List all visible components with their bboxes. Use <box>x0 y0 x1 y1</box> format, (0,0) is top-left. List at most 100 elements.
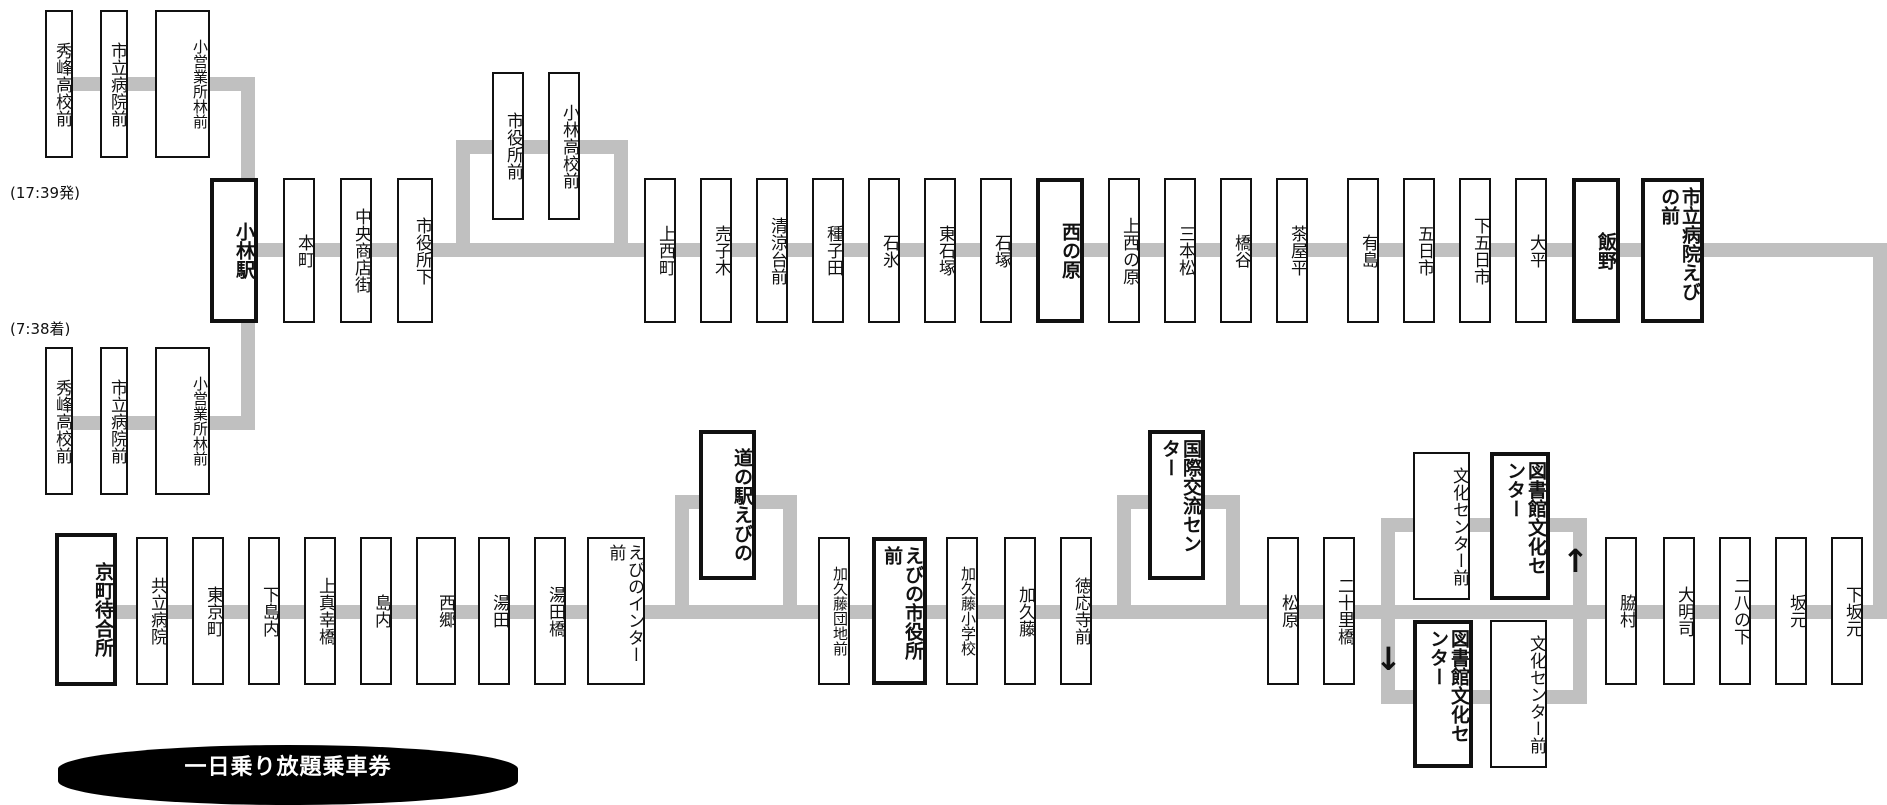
stop-top-2: 市立病院前 <box>100 10 128 158</box>
stop-name: 石氷 <box>879 233 899 268</box>
stop-top-1: 秀峰高校前 <box>45 10 73 158</box>
stop-57: 下坂元 <box>1831 537 1863 685</box>
stop-name: 松原 <box>1278 594 1298 628</box>
stop-bottom-2: 市立病院前 <box>100 347 128 495</box>
stop-library-upper: 図書館文化センター <box>1490 452 1550 600</box>
stop-name: 種子田 <box>823 225 843 276</box>
stop-20: 茶屋平 <box>1276 178 1308 323</box>
stop-name: 秀峰高校前 <box>52 41 72 127</box>
stop-name: 二十里橋 <box>1334 577 1354 645</box>
stop-name: えびの市役所前 <box>881 546 924 660</box>
stop-name: 五日市 <box>1414 225 1434 276</box>
stop-name: 市立病院えびの前 <box>1658 187 1701 301</box>
stop-12: 種子田 <box>812 178 844 323</box>
stop-47: 松原 <box>1267 537 1299 685</box>
stop-name: 加久藤 <box>1015 585 1035 637</box>
stop-michinoeki: 道の駅えびの <box>699 430 756 580</box>
stop-52: 文化センター前 <box>1490 620 1547 768</box>
stop-name: 東京町 <box>203 585 223 637</box>
stop-name: 秀峰高校前 <box>52 378 72 464</box>
stop-name: 西郷 <box>435 594 455 628</box>
stop-43: 加久藤小学校 <box>946 537 978 685</box>
stop-ebino-hospital: 市立病院えびの前 <box>1641 178 1704 323</box>
stop-53: 脇村 <box>1605 537 1637 685</box>
stop-name: 共立病院 <box>147 577 167 645</box>
stop-name: 市立病院前 <box>107 378 127 464</box>
stop-13: 石氷 <box>868 178 900 323</box>
stop-library-lower: 図書館文化センター <box>1413 620 1473 768</box>
stop-22: 五日市 <box>1403 178 1435 323</box>
stop-name: 京町待合所 <box>92 562 114 657</box>
stop-32: 東京町 <box>192 537 224 685</box>
stop-39: えびのインター前 <box>587 537 645 685</box>
stop-name: えびのインター前 <box>605 544 644 663</box>
stop-31: 共立病院 <box>136 537 168 685</box>
stop-iino: 飯野 <box>1572 178 1620 323</box>
stop-name: 橋谷 <box>1231 233 1251 268</box>
stop-name: 小営業所林前 <box>191 39 209 129</box>
stop-name: 上西の原 <box>1119 216 1139 285</box>
stop-7: 市役所前 <box>492 72 524 220</box>
stop-41: 加久藤団地前 <box>818 537 850 685</box>
stop-name: 小林駅 <box>233 222 255 279</box>
stop-15: 石塚 <box>980 178 1012 323</box>
stop-name: 坂元 <box>1786 594 1806 628</box>
stop-49: 文化センター前 <box>1413 452 1470 600</box>
stop-name: 湯田 <box>489 594 509 628</box>
stop-18: 三本松 <box>1164 178 1196 323</box>
stop-name: 西の原 <box>1059 222 1081 279</box>
stop-name: 東石塚 <box>935 225 955 276</box>
pass-banner: 一日乗り放題乗車券 <box>58 745 518 805</box>
stop-name: 文化センター前 <box>1449 466 1469 586</box>
stop-55: 二八の下 <box>1719 537 1751 685</box>
stop-44: 加久藤 <box>1004 537 1036 685</box>
stop-name: 徳応寺前 <box>1071 577 1091 645</box>
stop-name: 脇村 <box>1616 594 1636 628</box>
stop-34: 上真幸橋 <box>304 537 336 685</box>
stop-name: 図書館文化センター <box>1504 461 1547 575</box>
stop-48: 二十里橋 <box>1323 537 1355 685</box>
stop-name: 二八の下 <box>1730 577 1750 645</box>
stop-nishinohara: 西の原 <box>1036 178 1084 323</box>
stop-name: 三本松 <box>1175 225 1195 276</box>
stop-11: 清涼台前 <box>756 178 788 323</box>
stop-name: 市立病院前 <box>107 41 127 127</box>
stop-33: 下島内 <box>248 537 280 685</box>
stop-19: 橋谷 <box>1220 178 1252 323</box>
stop-name: 文化センター前 <box>1526 634 1546 754</box>
stop-4: 本町 <box>283 178 315 323</box>
stop-name: 図書館文化センター <box>1427 629 1470 743</box>
down-arrow-icon: ↓ <box>1375 640 1402 678</box>
stop-name: 市役所下 <box>412 216 432 285</box>
stop-name: 茶屋平 <box>1287 225 1307 276</box>
stop-bottom-3: 小営業所林前 <box>155 347 210 495</box>
stop-name: 有島 <box>1358 233 1378 268</box>
stop-top-3: 小営業所林前 <box>155 10 210 158</box>
stop-name: 飯野 <box>1595 231 1617 270</box>
stop-35: 島内 <box>360 537 392 685</box>
stop-56: 坂元 <box>1775 537 1807 685</box>
stop-name: 本町 <box>294 233 314 268</box>
stop-name: 加久藤小学校 <box>959 566 977 656</box>
route-lines <box>60 77 1887 704</box>
stop-ebino-cityhall: えびの市役所前 <box>872 537 927 685</box>
arrive-time: (7:38着) <box>10 320 71 338</box>
stop-name: 売子木 <box>711 225 731 276</box>
stop-45: 徳応寺前 <box>1060 537 1092 685</box>
stop-name: 中央商店街 <box>351 208 371 293</box>
stop-name: 市役所前 <box>503 112 523 180</box>
stop-23: 下五日市 <box>1459 178 1491 323</box>
stop-24: 大平 <box>1515 178 1547 323</box>
stop-name: 清涼台前 <box>767 216 787 285</box>
stop-54: 大明司 <box>1663 537 1695 685</box>
stop-name: 島内 <box>371 594 391 628</box>
stop-bottom-1: 秀峰高校前 <box>45 347 73 495</box>
stop-38: 湯田橋 <box>534 537 566 685</box>
stop-37: 湯田 <box>478 537 510 685</box>
stop-36: 西郷 <box>416 537 456 685</box>
stop-name: 大明司 <box>1674 585 1694 637</box>
stop-5: 中央商店街 <box>340 178 372 323</box>
up-arrow-icon: ↑ <box>1562 542 1589 580</box>
stop-6: 市役所下 <box>397 178 433 323</box>
stop-kyomachi: 京町待合所 <box>55 533 117 686</box>
